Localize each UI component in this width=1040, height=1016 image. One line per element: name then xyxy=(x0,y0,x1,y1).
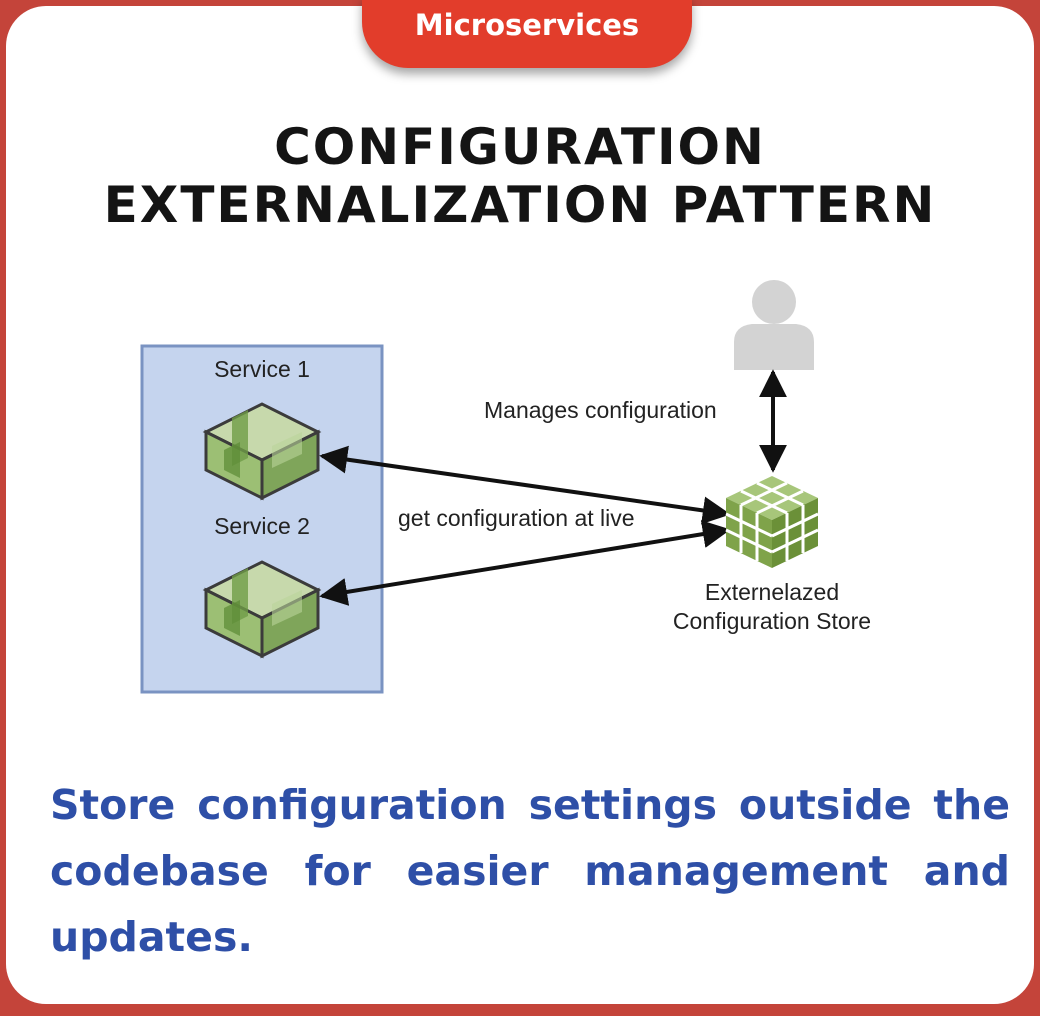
caption-text: Store configuration settings outside the… xyxy=(50,781,1010,961)
get-config-label: get configuration at live xyxy=(398,505,635,531)
user-icon xyxy=(734,280,814,370)
store-label-line2: Configuration Store xyxy=(673,608,871,634)
service2-arrow xyxy=(319,520,731,606)
store-label-line1: Externelazed xyxy=(705,579,839,605)
cube-grid-icon xyxy=(725,476,819,568)
service2-label: Service 2 xyxy=(214,513,310,539)
category-tag: Microservices xyxy=(362,0,692,68)
package-icon xyxy=(202,560,322,659)
page-title: CONFIGURATION EXTERNALIZATION PATTERN xyxy=(103,118,937,234)
service1-arrow xyxy=(319,445,731,525)
service1-label: Service 1 xyxy=(214,356,310,382)
pattern-diagram: Service 1 Service 2 Manages c xyxy=(140,280,871,694)
package-icon xyxy=(202,402,322,501)
content-card: Microservices CONFIGURATION EXTERNALIZAT… xyxy=(6,0,1034,1004)
manages-label: Manages configuration xyxy=(484,397,717,423)
